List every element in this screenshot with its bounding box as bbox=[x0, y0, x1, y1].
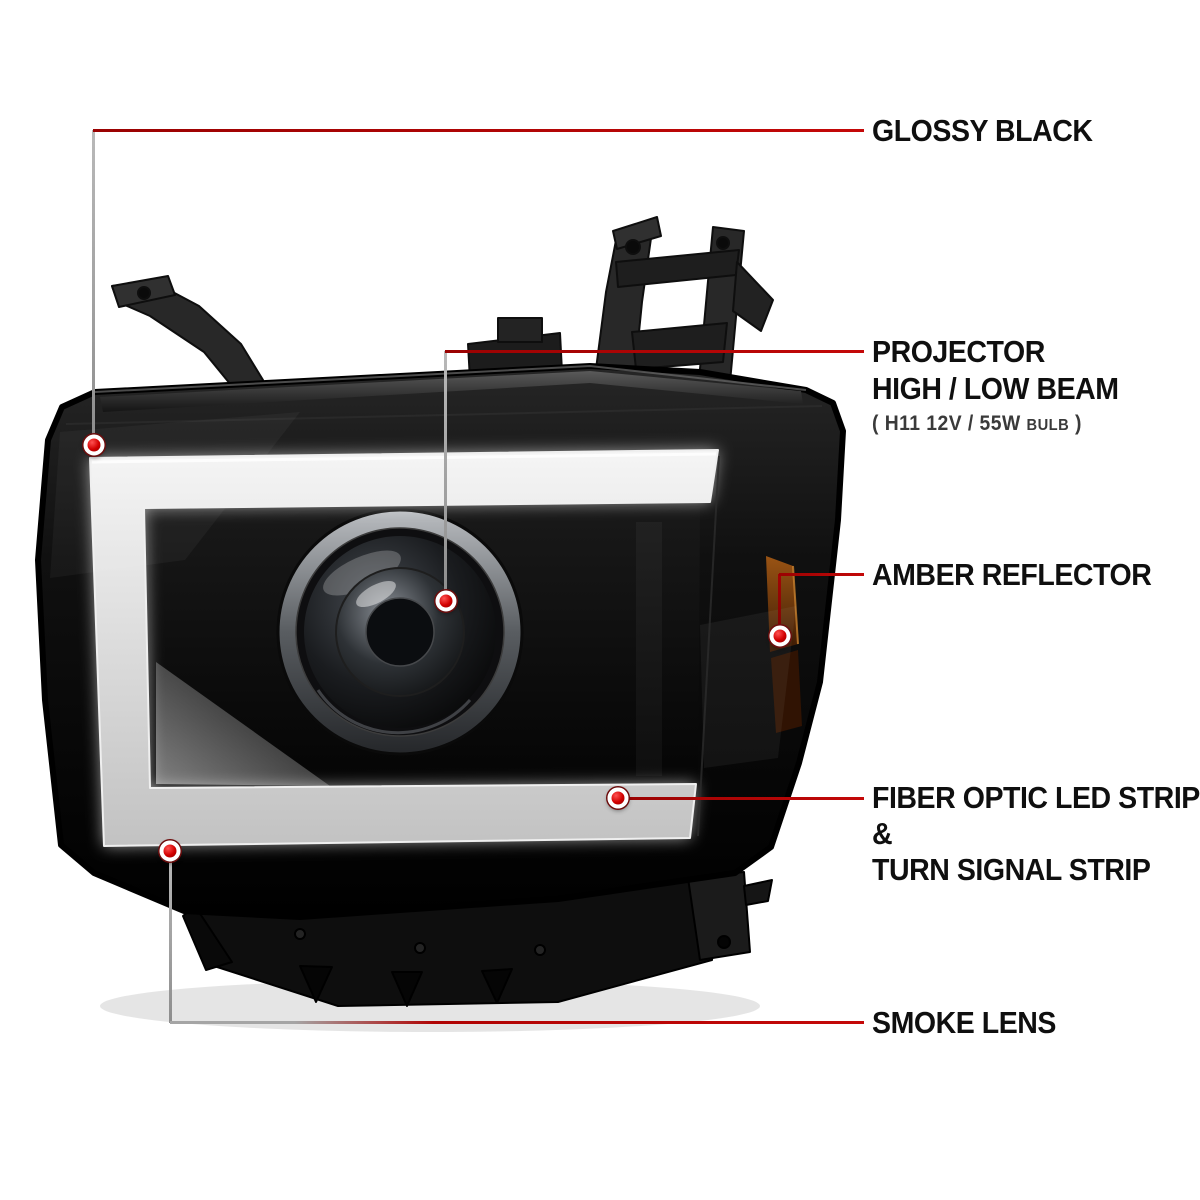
led-light-bar bbox=[89, 449, 719, 847]
projector-lens bbox=[276, 508, 524, 756]
callout-label-glossy-black: GLOSSY BLACK bbox=[872, 113, 1093, 148]
callout-line bbox=[444, 351, 447, 602]
callout-label-line: FIBER OPTIC LED STRIP bbox=[872, 780, 1200, 815]
callout-line bbox=[618, 797, 864, 800]
callout-dot-glossy-black bbox=[83, 434, 105, 456]
spec-close: ) bbox=[1075, 412, 1082, 435]
callout-line bbox=[169, 852, 172, 1023]
callout-line bbox=[445, 350, 864, 353]
callout-dot-fiber-optic bbox=[607, 787, 629, 809]
callout-label-projector: PROJECTOR HIGH / LOW BEAM ( H11 12V / 55… bbox=[872, 333, 1119, 443]
callout-label-spec: ( H11 12V / 55W BULB ) bbox=[872, 407, 1119, 443]
gloss-highlight bbox=[50, 412, 300, 578]
ground-shadow bbox=[100, 980, 760, 1032]
callout-dot-smoke-lens bbox=[159, 840, 181, 862]
top-trim bbox=[100, 371, 803, 412]
callout-dot-amber-reflector bbox=[769, 625, 791, 647]
callout-label-line: TURN SIGNAL STRIP bbox=[872, 852, 1151, 887]
amber-reflector bbox=[766, 556, 802, 733]
callout-label-line: & bbox=[872, 816, 893, 851]
callout-label-line: PROJECTOR bbox=[872, 334, 1045, 369]
callout-label-amber-reflector: AMBER REFLECTOR bbox=[872, 557, 1152, 592]
callout-line bbox=[170, 1021, 864, 1024]
callout-line bbox=[779, 573, 864, 576]
callout-label-line: HIGH / LOW BEAM bbox=[872, 371, 1119, 406]
spec-open: ( H11 12V / 55W bbox=[872, 412, 1021, 435]
callout-line bbox=[778, 574, 781, 636]
callout-dot-projector bbox=[435, 590, 457, 612]
callout-line bbox=[92, 130, 95, 445]
spec-bulb: BULB bbox=[1026, 417, 1070, 434]
callout-line bbox=[93, 129, 864, 132]
callout-label-fiber-optic: FIBER OPTIC LED STRIP & TURN SIGNAL STRI… bbox=[872, 780, 1200, 888]
callout-label-smoke-lens: SMOKE LENS bbox=[872, 1005, 1056, 1040]
